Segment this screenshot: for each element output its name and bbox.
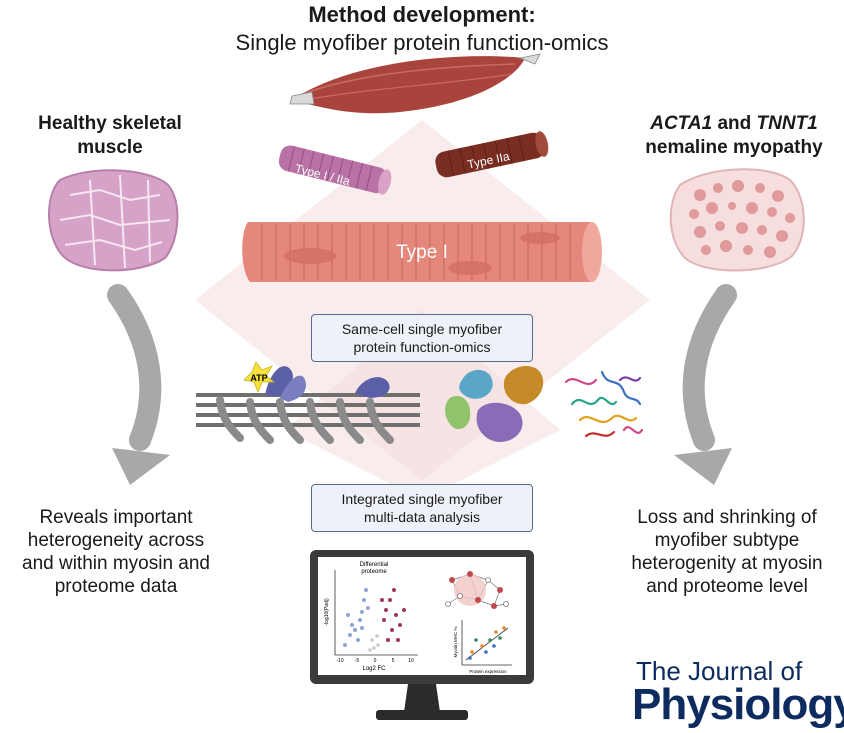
atp-label: ATP	[250, 373, 267, 383]
left-heading-line1: Healthy skeletal	[38, 113, 182, 134]
volcano-xtick: 5	[392, 658, 395, 664]
volcano-xtick: 0	[374, 658, 377, 664]
analysis-line1: Integrated single myofiber	[341, 491, 503, 507]
background-diamond-lower	[285, 310, 560, 500]
left-curved-arrow-icon	[107, 284, 170, 485]
right-heading-line2: nemaline myopathy	[645, 137, 823, 158]
analysis-line2: multi-data analysis	[364, 509, 480, 525]
volcano-xlabel: Log2 FC	[362, 666, 386, 672]
peptide-strands-icon	[564, 370, 644, 438]
left-finding-line: proteome data	[54, 576, 178, 597]
left-finding: Reveals important heterogeneity across a…	[0, 506, 232, 598]
protein-network-icon	[445, 571, 509, 609]
fiber-large-label: Type I	[396, 242, 448, 263]
protein-blobs-icon	[445, 366, 544, 442]
volcano-plot	[334, 570, 418, 656]
background-diamond	[195, 120, 650, 480]
whole-muscle-icon	[289, 53, 541, 114]
right-finding-line: Loss and shrinking of	[637, 507, 817, 528]
volcano-title-line2: proteome	[361, 569, 387, 575]
left-heading-line2: muscle	[77, 137, 143, 158]
right-finding-line: myofiber subtype	[654, 530, 800, 551]
left-heading: Healthy skeletal muscle	[10, 112, 210, 160]
journal-logo-line2: Physiology	[632, 680, 844, 729]
left-finding-line: heterogeneity across	[27, 530, 205, 551]
right-heading: ACTA1 and TNNT1 nemaline myopathy	[624, 112, 844, 160]
journal-logo-line1: The Journal of	[636, 656, 803, 686]
volcano-xtick: 10	[408, 658, 414, 664]
gene-tnnt1: TNNT1	[756, 113, 818, 134]
right-finding-line: and proteome level	[646, 576, 808, 597]
heading-and: and	[712, 113, 757, 134]
right-curved-arrow-icon	[674, 284, 737, 485]
volcano-xtick: -5	[355, 658, 360, 664]
function-omics-box: Same-cell single myofiber protein functi…	[311, 314, 533, 362]
fiber-type-iia-icon	[435, 131, 549, 178]
title-line1: Method development:	[308, 2, 536, 27]
right-finding: Loss and shrinking of myofiber subtype h…	[610, 506, 844, 598]
nemaline-myopathy-tissue-icon	[669, 168, 805, 272]
title-line2: Single myofiber protein function-omics	[235, 30, 609, 55]
function-omics-line1: Same-cell single myofiber	[341, 321, 503, 337]
left-finding-line: and within myosin and	[22, 553, 210, 574]
monitor-icon	[310, 550, 534, 720]
function-omics-line2: protein function-omics	[353, 339, 491, 355]
left-finding-line: Reveals important	[39, 507, 193, 528]
volcano-title-line1: Differential	[360, 562, 389, 568]
right-finding-line: heterogenity at myosin	[631, 553, 823, 574]
correlation-scatter-plot	[461, 620, 512, 666]
analysis-box: Integrated single myofiber multi-data an…	[311, 484, 533, 532]
fiber-type-i-icon	[242, 222, 602, 282]
healthy-muscle-tissue-icon	[48, 169, 179, 272]
right-heading-line1: ACTA1 and TNNT1	[624, 112, 844, 136]
volcano-ylabel: -log10(Padj)	[324, 598, 330, 626]
myosin-actin-filament-icon	[196, 361, 420, 444]
volcano-xtick: -10	[336, 658, 343, 664]
gene-acta1: ACTA1	[650, 113, 713, 134]
scatter-xlabel: Protein expression	[469, 669, 507, 674]
fiber-type-i-iia-icon	[278, 145, 392, 195]
scatter-ylabel: Myosin MHC %	[453, 626, 458, 657]
